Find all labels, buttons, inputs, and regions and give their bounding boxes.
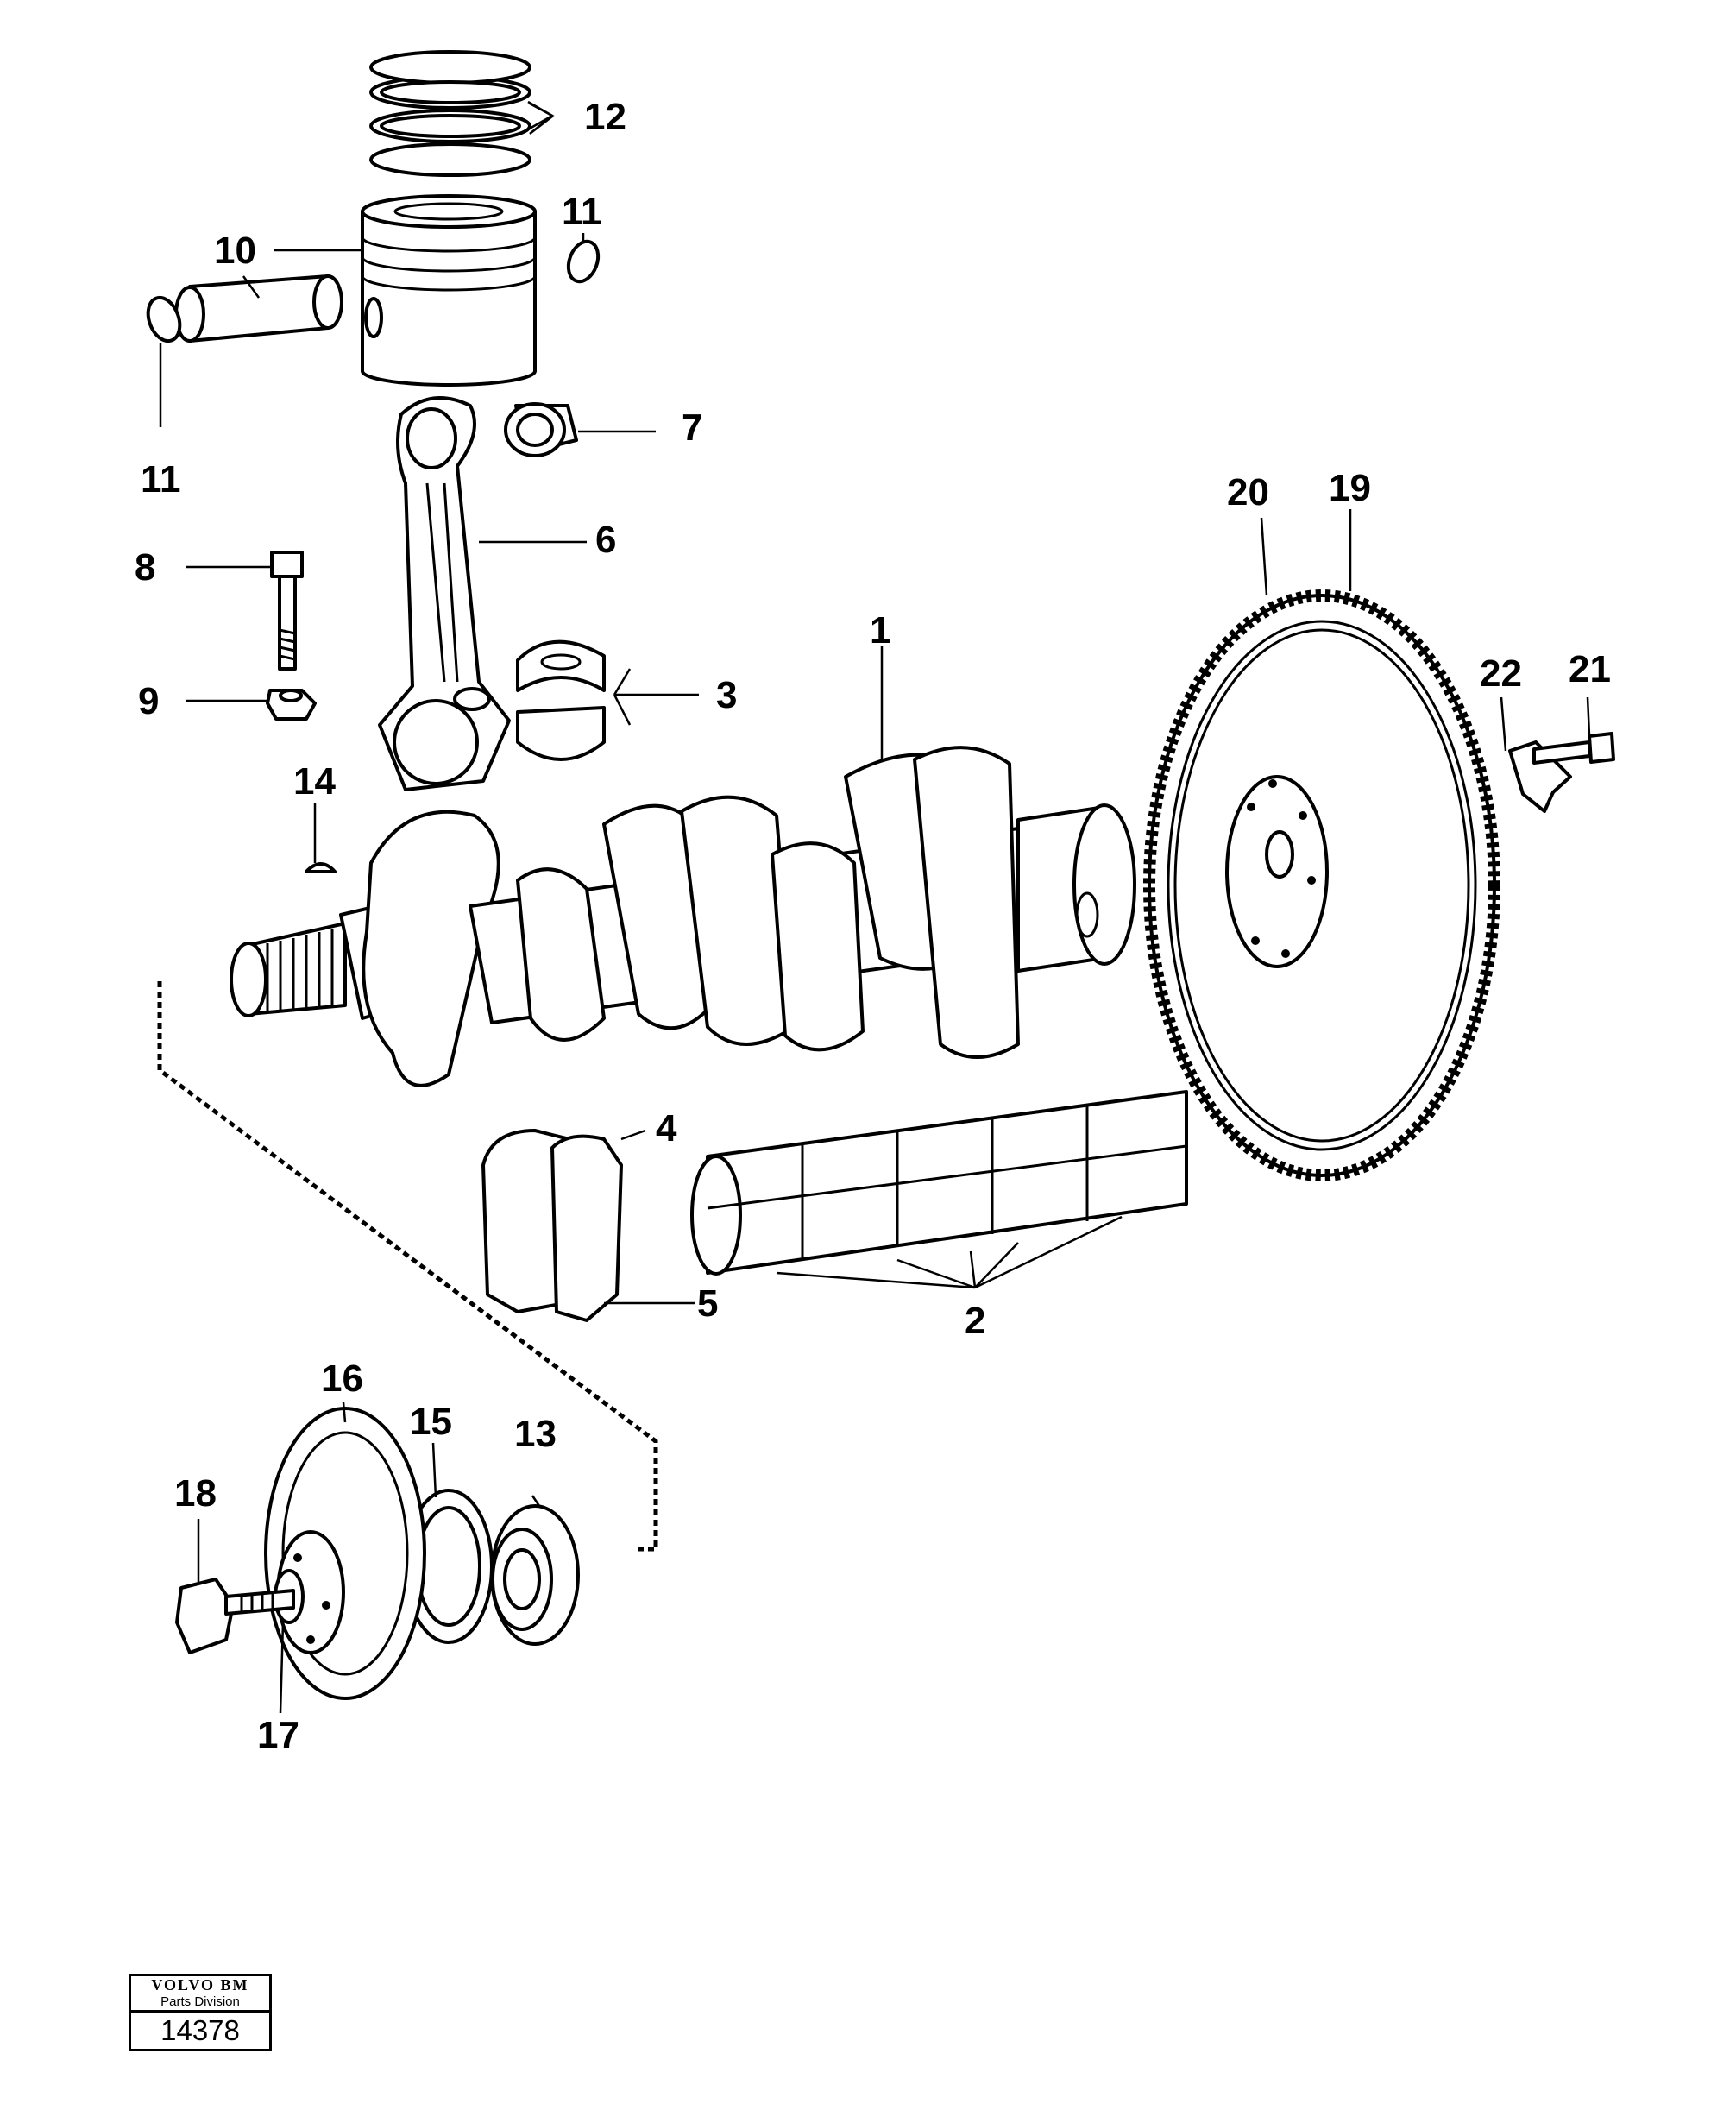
piston-pin xyxy=(174,274,343,343)
callout-22: 22 xyxy=(1480,652,1522,695)
callout-20: 20 xyxy=(1227,471,1269,513)
callout-labels: 12 10 11 11 7 6 8 9 3 1 14 20 19 22 21 4… xyxy=(135,96,1611,1756)
stamp-brand: VOLVO BM xyxy=(131,1976,269,1994)
callout-6: 6 xyxy=(595,519,616,561)
pulley-bolt xyxy=(175,1578,295,1654)
callout-1: 1 xyxy=(870,609,890,652)
callout-7: 7 xyxy=(682,406,702,449)
main-bearing-shells xyxy=(690,1090,1188,1276)
thrust-washers xyxy=(481,1129,623,1322)
callout-2: 2 xyxy=(965,1300,985,1342)
callout-8: 8 xyxy=(135,546,155,589)
callout-14: 14 xyxy=(293,760,336,803)
stamp-drawing-number: 14378 xyxy=(160,2014,240,2046)
callout-21: 21 xyxy=(1569,648,1611,690)
crank-pulley xyxy=(264,1407,426,1700)
stamp-division: Parts Division xyxy=(131,1994,269,2013)
callout-10: 10 xyxy=(214,230,256,272)
callout-9: 9 xyxy=(138,680,159,722)
callout-3: 3 xyxy=(716,674,737,716)
oil-slinger xyxy=(404,1489,494,1644)
connecting-rod xyxy=(378,396,511,791)
callout-16: 16 xyxy=(321,1358,363,1400)
piston-rings xyxy=(369,50,531,177)
ring-gear-teeth xyxy=(1143,589,1500,1181)
flywheel-bolt-and-lock xyxy=(1508,732,1615,813)
callout-11-top: 11 xyxy=(562,191,602,233)
assembly-line xyxy=(157,981,658,1552)
rod-bolt xyxy=(270,551,304,671)
callout-11-bottom: 11 xyxy=(141,458,181,501)
circlip-left xyxy=(146,295,182,343)
flywheel xyxy=(1148,594,1496,1177)
callout-17: 17 xyxy=(257,1714,299,1756)
small-end-bushing xyxy=(504,402,578,457)
leader-lines xyxy=(159,100,1591,1714)
callout-4: 4 xyxy=(656,1107,677,1150)
circlip-right xyxy=(566,239,601,284)
crankshaft xyxy=(230,746,1136,1087)
callout-12: 12 xyxy=(584,96,626,138)
callout-18: 18 xyxy=(174,1472,217,1515)
rod-nut xyxy=(266,689,317,721)
callout-5: 5 xyxy=(697,1282,718,1325)
callout-15: 15 xyxy=(410,1401,452,1443)
callout-13: 13 xyxy=(514,1413,557,1455)
woodruff-key xyxy=(305,862,337,873)
crank-gear xyxy=(490,1504,580,1646)
piston xyxy=(361,194,537,387)
callout-19: 19 xyxy=(1329,467,1371,509)
rod-bearing-shells xyxy=(516,639,606,761)
parts-division-stamp: VOLVO BM Parts Division 14378 xyxy=(129,1974,272,2051)
